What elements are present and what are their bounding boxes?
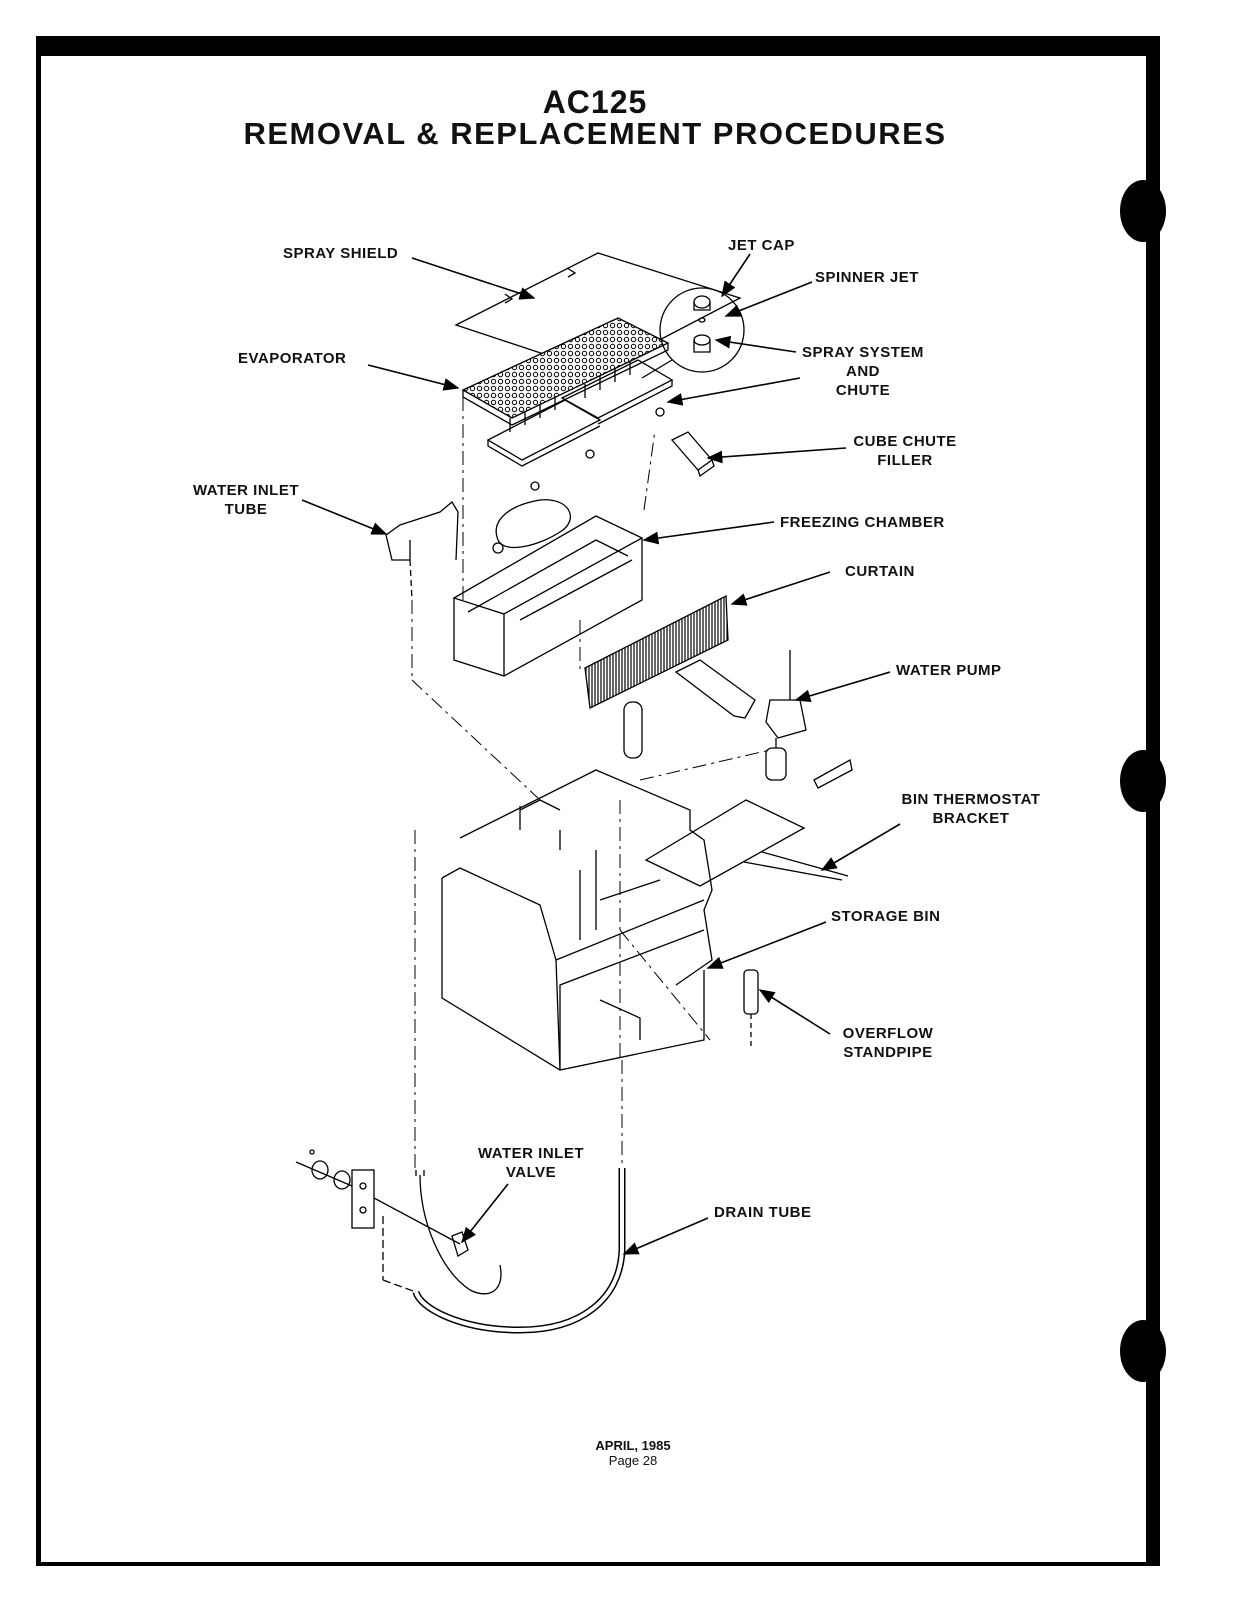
assembly-lines — [411, 397, 771, 1170]
binder-hole-top — [1120, 180, 1166, 242]
footer-page-number: Page 28 — [608, 1453, 658, 1468]
label-water-pump: WATER PUMP — [896, 662, 1002, 679]
page-title: REMOVAL & REPLACEMENT PROCEDURES — [243, 116, 947, 151]
drain-tube-part — [412, 1168, 626, 1334]
label-storage-bin: STORAGE BIN — [831, 908, 941, 925]
leader-lines — [301, 253, 901, 1255]
spray-system-part — [486, 359, 674, 491]
label-water-inlet-tube: WATER INLET TUBE — [192, 482, 300, 518]
water-inlet-tube-part — [385, 501, 459, 601]
cube-chute-filler-part — [670, 431, 715, 478]
label-evaporator: EVAPORATOR — [238, 350, 347, 367]
binder-hole-middle — [1120, 750, 1166, 812]
label-spinner-jet: SPINNER JET — [815, 269, 919, 286]
label-spray-system: SPRAY SYSTEM AND CHUTE — [802, 344, 924, 399]
label-bin-thermostat-bracket: BIN THERMOSTAT BRACKET — [901, 791, 1041, 827]
label-overflow-standpipe: OVERFLOW STANDPIPE — [842, 1025, 934, 1061]
curtain-part — [584, 594, 729, 709]
label-spray-shield: SPRAY SHIELD — [283, 245, 399, 262]
label-freezing-chamber: FREEZING CHAMBER — [780, 514, 945, 531]
freezing-chamber-part — [452, 499, 644, 677]
bin-thermostat-bracket-part — [644, 758, 853, 887]
label-drain-tube: DRAIN TUBE — [714, 1204, 812, 1221]
label-jet-cap: JET CAP — [728, 237, 795, 254]
pump-plate-part — [623, 659, 756, 759]
label-cube-chute-filler: CUBE CHUTE FILLER — [853, 433, 957, 469]
page-border-bottom — [36, 1562, 1160, 1566]
page-border-left — [36, 36, 41, 1566]
storage-bin-part — [441, 769, 713, 1071]
water-inlet-valve-part — [295, 1149, 502, 1295]
jet-detail-part — [641, 287, 745, 379]
evaporator-part — [461, 317, 670, 426]
water-pump-part — [765, 650, 807, 781]
footer-date: APRIL, 1985 — [595, 1438, 671, 1453]
model-heading: AC125 — [542, 84, 648, 120]
page-border-top — [36, 36, 1160, 56]
label-water-inlet-valve: WATER INLET VALVE — [477, 1145, 585, 1181]
label-curtain: CURTAIN — [845, 563, 915, 580]
overflow-standpipe-part — [743, 969, 759, 1050]
binder-hole-bottom — [1120, 1320, 1166, 1382]
